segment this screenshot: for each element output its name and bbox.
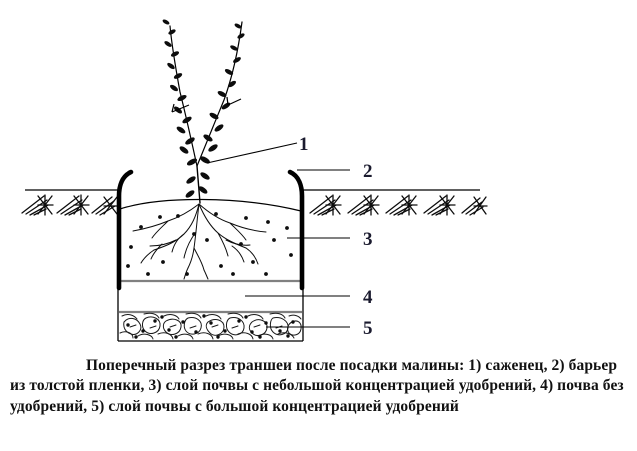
fertilizer-particles-high [126,314,295,339]
layer-3-soil-low-fertilizer [119,198,302,280]
pruning-cut-marks [171,96,242,113]
callout-5-number: 5 [363,318,373,339]
layer-divider-lines [119,279,302,314]
plastic-film-barrier-right [287,169,305,291]
grass-tufts-right [309,194,488,216]
callout-3-number: 3 [363,229,373,250]
callout-1-number: 1 [299,134,309,155]
callout-leader-lines [245,169,350,328]
caption-line-4: концентрацией удобрений [272,397,459,415]
figure-caption: Поперечный разрез траншеи после посадки … [0,356,637,417]
callout-4-number: 4 [363,287,373,308]
plastic-film-barrier-left [116,169,134,291]
seedling-leaves-left [162,19,198,166]
diagram-background [0,0,637,355]
callout-1-leader [206,142,298,164]
mounded-soil-top-line [119,198,302,212]
caption-line-3: удобрений, 4) почва без удобрений, 5) сл… [10,377,624,415]
seedling-leaves-stem [185,172,210,198]
seedling-leaves-right [199,23,245,164]
caption-line-1: Поперечный разрез траншеи после посадки … [86,357,548,374]
caption-line-2: 2) барьер из толстой пленки, 3) слой поч… [10,357,618,395]
grass-tufts-left [21,194,119,216]
fertilizer-particles-low [126,212,293,276]
trench-cross-section-diagram: 1 [0,0,637,355]
callout-2-number: 2 [363,161,373,182]
root-system [132,203,267,280]
